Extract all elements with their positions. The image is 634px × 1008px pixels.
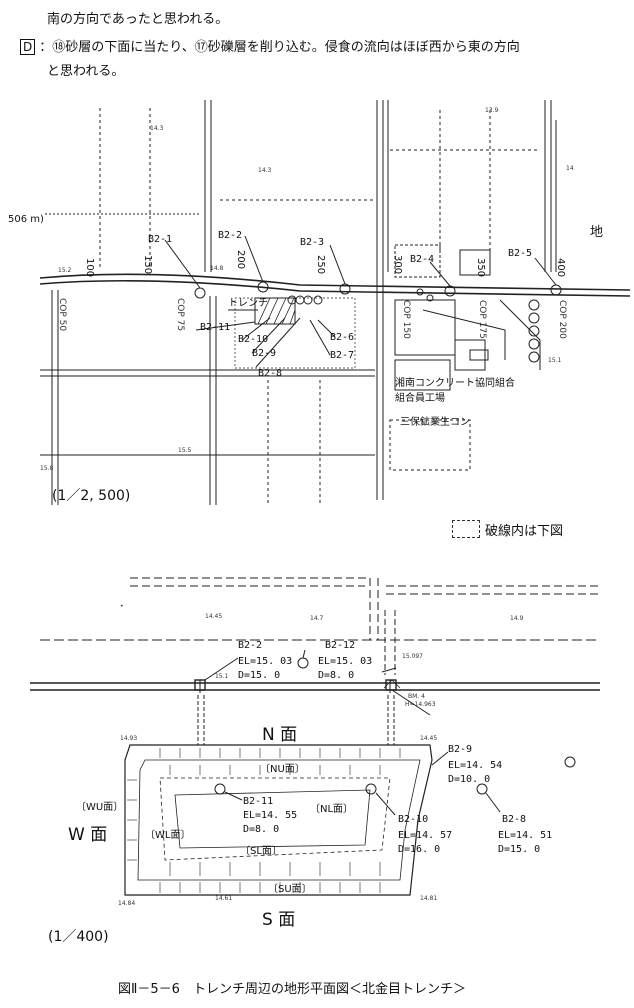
trench-label: トレンチ (228, 297, 268, 309)
area-nu: 〔NU面〕 (260, 763, 305, 775)
svg-text:14.45: 14.45 (205, 613, 222, 620)
svg-text:14.7: 14.7 (310, 615, 324, 622)
area-wl: 〔WL面〕 (145, 829, 190, 841)
station-200: 200 (235, 250, 246, 269)
lower-b2-8-d: D=15. 0 (498, 844, 540, 855)
lower-b2-10-d: D=16. 0 (398, 844, 440, 855)
factory-line-3: 三保鉱業生コン (400, 415, 470, 428)
west-face-label: W 面 (68, 825, 107, 845)
svg-text:15.1: 15.1 (215, 673, 229, 680)
borehole-label-b2-4: B2-4 (410, 254, 434, 265)
lower-b2-2-el: EL=15. 03 (238, 656, 292, 667)
section-d-text: ：⑱砂層の下面に当たり、⑰砂礫層を削り込む。侵食の流向はほぼ西から東の方向 (39, 40, 520, 55)
paragraph-line-2: D：⑱砂層の下面に当たり、⑰砂礫層を削り込む。侵食の流向はほぼ西から東の方向 (20, 36, 520, 55)
cop-75: COP 75 (175, 298, 185, 331)
map-edge-label: 506 m) (8, 214, 44, 225)
station-250: 250 (315, 255, 326, 274)
station-100: 100 (84, 258, 95, 277)
lower-b2-12-d: D=8. 0 (318, 670, 354, 681)
elevation-9: 15.8 (40, 465, 54, 472)
lower-b2-9-name: B2-9 (448, 744, 472, 755)
legend-text: 破線内は下図 (485, 524, 564, 539)
svg-text:14.84: 14.84 (118, 900, 135, 907)
svg-text:14.81: 14.81 (420, 895, 437, 902)
lower-b2-12-el: EL=15. 03 (318, 656, 372, 667)
lower-b2-11-el: EL=14. 55 (243, 810, 297, 821)
svg-text:14.93: 14.93 (120, 735, 137, 742)
north-face-label: N 面 (262, 725, 297, 745)
station-350: 350 (475, 258, 486, 277)
factory-line-2: 組合員工場 (395, 391, 445, 404)
borehole-label-b2-6: B2-6 (330, 332, 354, 343)
svg-text:14.61: 14.61 (215, 895, 232, 902)
svg-text:14.9: 14.9 (510, 615, 524, 622)
legend-dashed-box (452, 520, 480, 538)
station-400: 400 (555, 258, 566, 277)
borehole-label-b2-1: B2-1 (148, 234, 172, 245)
svg-text:•: • (120, 603, 124, 610)
svg-text:14.45: 14.45 (420, 735, 437, 742)
factory-line-1: 湘南コンクリート協同組合 (395, 376, 515, 389)
area-su: 〔SU面〕 (268, 883, 312, 895)
borehole-label-b2-11: B2-11 (200, 322, 230, 333)
station-150: 150 (142, 255, 153, 274)
paragraph-line-1: 南の方向であったと思われる。 (47, 12, 229, 27)
lower-b2-10-el: EL=14. 57 (398, 830, 452, 841)
elevation-5: 15.2 (58, 267, 72, 274)
lower-b2-11-name: B2-11 (243, 796, 273, 807)
lower-b2-2-name: B2-2 (238, 640, 262, 651)
section-d-label: D (20, 39, 36, 55)
area-wu: 〔WU面〕 (76, 801, 123, 813)
elevation-3: 13.9 (485, 107, 499, 114)
south-face-label: S 面 (262, 910, 295, 930)
lower-b2-9-el: EL=14. 54 (448, 760, 502, 771)
station-300: 300 (392, 255, 403, 274)
borehole-label-b2-3: B2-3 (300, 237, 324, 248)
map-corner-label: 地 (590, 225, 603, 240)
elevation-6: 14.8 (210, 265, 224, 272)
elevation-1: 14.3 (150, 125, 164, 132)
borehole-label-b2-5: B2-5 (508, 248, 532, 259)
cop-175: COP 175 (477, 300, 487, 339)
bm-height: H=14.963 (405, 701, 436, 708)
paragraph-line-3: と思われる。 (47, 64, 125, 79)
cop-200: COP 200 (557, 300, 567, 339)
lower-b2-12-name: B2-12 (325, 640, 355, 651)
cop-150: COP 150 (401, 300, 411, 339)
lower-b2-8-el: EL=14. 51 (498, 830, 552, 841)
lower-b2-11-d: D=8. 0 (243, 824, 279, 835)
lower-b2-9-d: D=10. 0 (448, 774, 490, 785)
area-nl: 〔NL面〕 (310, 803, 353, 815)
lower-b2-8-name: B2-8 (502, 814, 526, 825)
elevation-8: 15.5 (178, 447, 192, 454)
lower-b2-2-d: D=15. 0 (238, 670, 280, 681)
lower-b2-10-name: B2-10 (398, 814, 428, 825)
upper-map-scale: (1／2, 500) (52, 488, 130, 504)
borehole-label-b2-7: B2-7 (330, 350, 354, 361)
elevation-2: 14.3 (258, 167, 272, 174)
borehole-label-b2-10: B2-10 (238, 334, 268, 345)
elevation-7: 15.1 (548, 357, 562, 364)
lower-map-scale: (1／400) (48, 929, 109, 945)
borehole-label-b2-8: B2-8 (258, 368, 282, 379)
area-sl: 〔SL面〕 (240, 845, 282, 857)
svg-text:15.097: 15.097 (402, 653, 423, 660)
borehole-label-b2-2: B2-2 (218, 230, 242, 241)
bm-label: BM. 4 (408, 693, 425, 700)
figure-caption: 図Ⅱ－5－6 トレンチ周辺の地形平面図＜北金目トレンチ＞ (118, 982, 466, 997)
borehole-label-b2-9: B2-9 (252, 348, 276, 359)
cop-50: COP 50 (57, 298, 67, 331)
elevation-4: 14 (566, 165, 574, 172)
